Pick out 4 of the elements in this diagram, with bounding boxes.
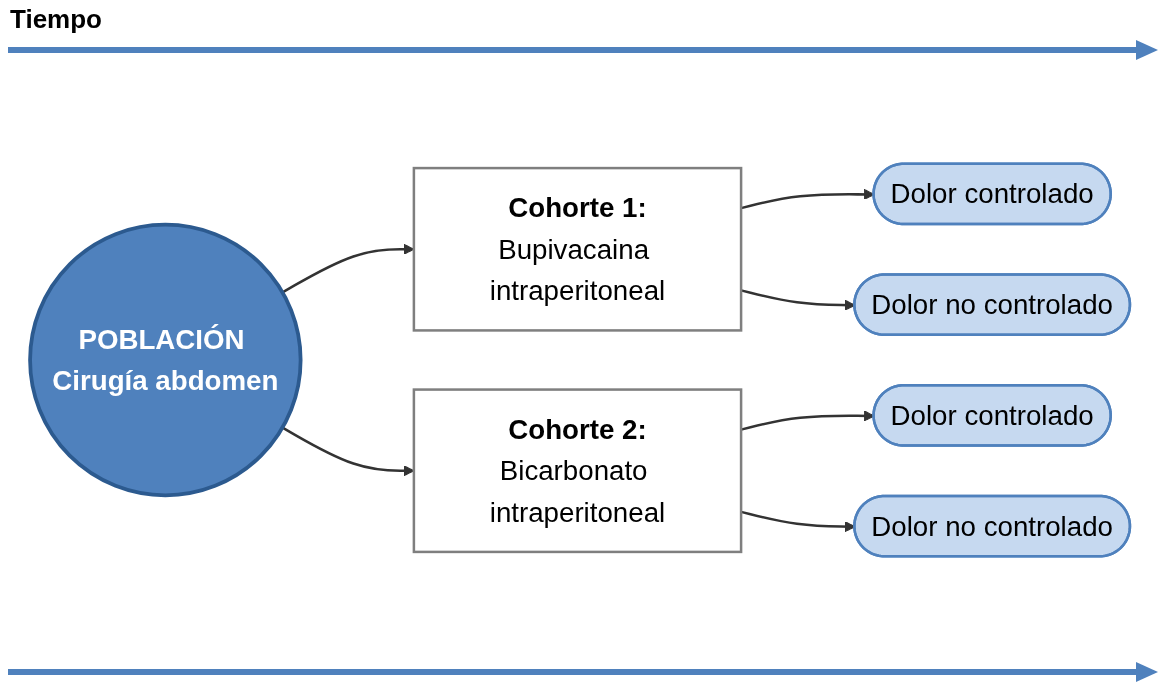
node-circle: POBLACIÓN Cirugía abdomen	[28, 222, 303, 498]
node-box: Cohorte 1: Bupivacaina intraperitoneal	[412, 166, 743, 332]
axis-label: Tiempo	[10, 4, 102, 34]
node-box: Cohorte 2: Bicarbonato intraperitoneal	[412, 388, 743, 554]
